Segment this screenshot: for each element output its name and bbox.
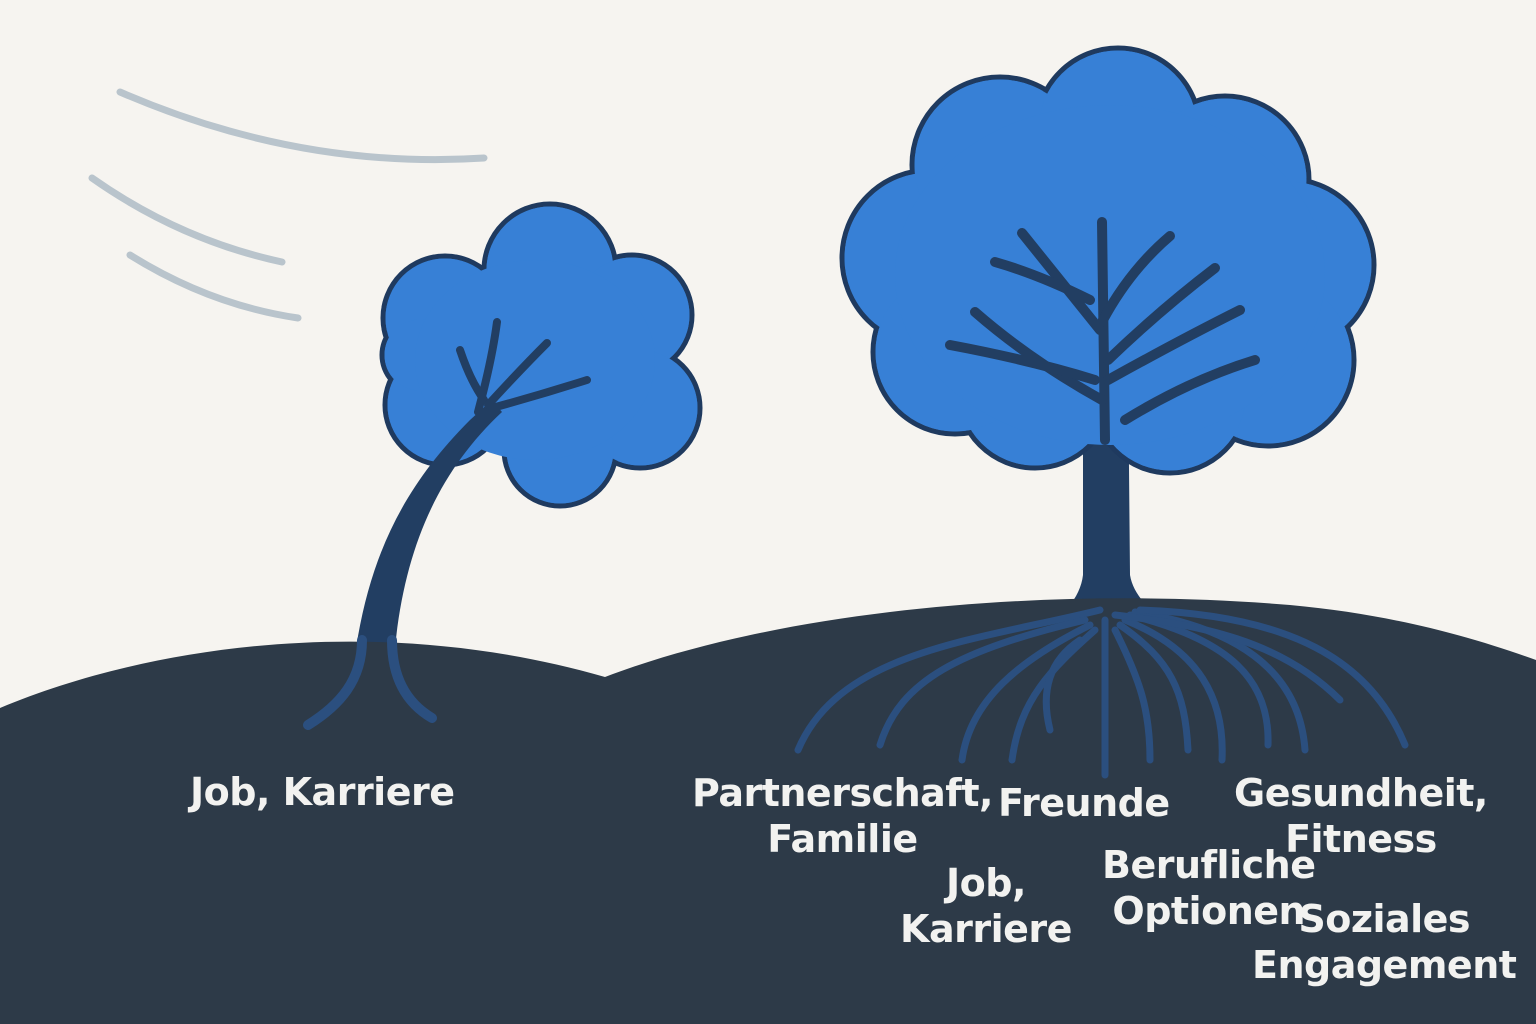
root-label-line2: Karriere	[900, 907, 1072, 951]
weak-tree-trunk	[356, 400, 502, 648]
root-label-partnerschaft: Partnerschaft, Familie	[692, 770, 993, 862]
root-label-line1: Soziales	[1298, 897, 1471, 941]
root-label-soziales: Soziales Engagement	[1252, 896, 1517, 988]
ground	[0, 598, 1536, 1024]
root-label-line2: Engagement	[1252, 943, 1517, 987]
wind-line-1	[116, 88, 488, 164]
strong-tree-trunk	[1020, 360, 1200, 640]
root-label-line1: Partnerschaft,	[692, 771, 993, 815]
root-label-line2: Familie	[767, 817, 918, 861]
root-label-line2: Optionen	[1112, 889, 1306, 933]
root-label-job: Job, Karriere	[900, 860, 1072, 952]
wind-line-3	[126, 251, 302, 322]
root-label-line1: Freunde	[998, 781, 1170, 825]
root-label-line1: Gesundheit,	[1234, 771, 1488, 815]
wind-line-2	[88, 174, 286, 266]
root-label-gesundheit: Gesundheit, Fitness	[1234, 770, 1488, 862]
root-label-freunde: Freunde	[998, 780, 1170, 826]
root-label-line2: Fitness	[1285, 817, 1437, 861]
weak-tree-label-text: Job, Karriere	[190, 770, 455, 814]
strong-tree-roots	[794, 606, 1409, 779]
root-label-line1: Job,	[946, 861, 1026, 905]
weak-tree	[356, 201, 703, 648]
strong-tree-branches	[945, 217, 1260, 445]
weak-tree-label: Job, Karriere	[190, 769, 455, 815]
weak-tree-branches	[456, 318, 591, 416]
wind-lines	[88, 88, 488, 322]
root-label-berufliche: Berufliche Optionen	[1102, 842, 1316, 934]
weak-tree-roots	[303, 635, 437, 730]
root-label-line1: Berufliche	[1102, 843, 1316, 887]
